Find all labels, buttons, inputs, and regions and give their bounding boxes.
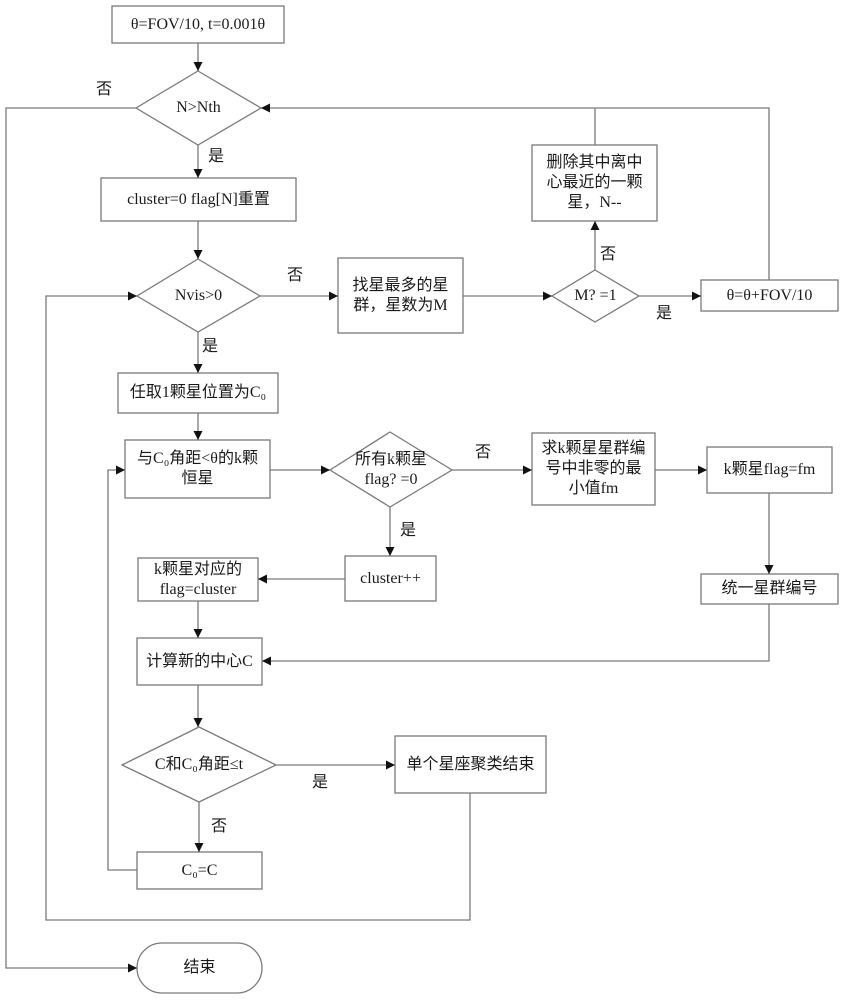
check-flags-yes-label: 是 (400, 522, 417, 539)
cluster-inc-box (344, 555, 437, 602)
compute-c-text: 计算新的中心C (146, 652, 253, 670)
k-stars-text: 与C₀角距<θ的k颗 恒星 (137, 450, 258, 487)
pick-c0-box (117, 372, 279, 414)
cluster-end-text: 单个星座聚类结束 (406, 755, 535, 773)
arrow-check-n-no-to-end (5, 107, 137, 973)
unify-box (700, 573, 839, 605)
delete-star-text: 删除其中离中 心最近的一颗 星，N-- (546, 154, 643, 211)
init-box (111, 5, 285, 44)
k-stars-box (124, 439, 271, 499)
init-text: θ=FOV/10, t=0.001θ (130, 15, 266, 33)
find-max-box (337, 257, 464, 334)
check-flags-text: 所有k颗星 flag? =0 (354, 450, 427, 488)
unify-text: 统一星群编号 (721, 580, 818, 597)
delete-star-box (531, 144, 658, 222)
min-fm-box (531, 432, 656, 506)
check-n-yes-label: 是 (208, 148, 225, 165)
arrow-cluster-end-loop (45, 291, 471, 921)
check-nvis-no-label: 否 (287, 267, 304, 284)
check-dist-text: C和C₀角距≤t (154, 755, 244, 773)
arrow-theta-to-check-n (261, 103, 770, 280)
check-n-text: N>Nth (176, 99, 221, 116)
check-dist-yes-label: 是 (312, 774, 329, 791)
check-m-diamond (550, 269, 641, 323)
check-m-text: M? =1 (574, 287, 617, 304)
cluster-end-box (394, 735, 547, 794)
check-m-yes-label: 是 (656, 305, 673, 322)
set-cluster-text: k颗星对应的 flag=cluster (153, 560, 242, 598)
check-nvis-yes-label: 是 (202, 338, 219, 355)
end-text: 结束 (183, 959, 216, 976)
set-fm-text: k颗星flag=fm (723, 461, 816, 478)
cluster-inc-text: cluster++ (360, 569, 421, 587)
arrow-assign-c0-loop (107, 465, 137, 871)
arrow-unify-to-compute-c (262, 604, 770, 666)
theta-inc-text: θ=θ+FOV/10 (726, 286, 813, 304)
check-flags-no-label: 否 (475, 444, 492, 461)
check-n-no-label: 否 (96, 81, 113, 98)
reset-text: cluster=0 flag[N]重置 (127, 190, 270, 208)
check-m-no-label: 否 (600, 246, 617, 263)
check-nvis-text: Nvis>0 (174, 286, 223, 304)
check-dist-no-label: 否 (211, 818, 228, 835)
pick-c0-text: 任取1颗星位置为C₀ (129, 384, 267, 401)
min-fm-text: 求k颗星星群编 号中非零的最 小值fm (541, 440, 646, 497)
find-max-text: 找星最多的星 群，星数为M (352, 276, 449, 314)
assign-c0-text: C₀=C (181, 861, 218, 879)
compute-c-box (136, 637, 263, 686)
